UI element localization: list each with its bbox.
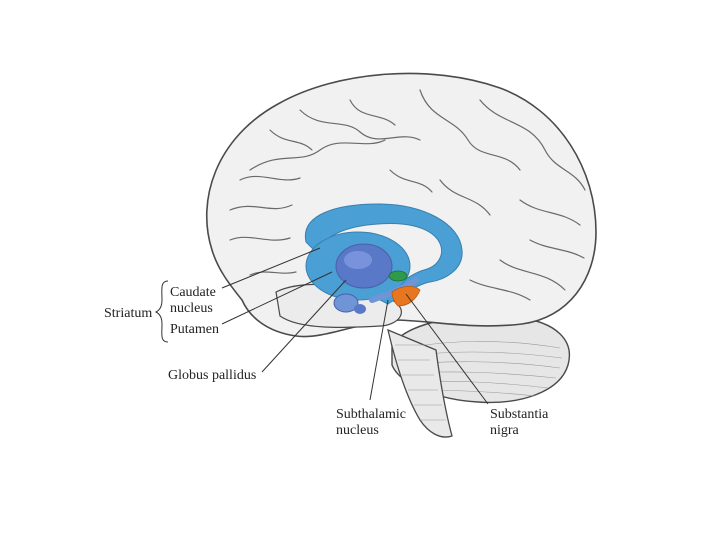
brainstem [387,328,453,438]
subthalamic-nucleus-shape [388,270,408,282]
cerebrum [205,72,597,338]
caudate-nucleus-shape [304,203,463,305]
label-subthalamic-line2: nucleus [336,423,379,438]
caudate-tail-bulb [333,293,359,313]
label-subthalamic-line1: Subthalamic [336,407,406,422]
leader-lines [221,247,489,405]
label-striatum: Striatum [104,306,152,321]
label-caudate-line1: Caudate [170,285,216,300]
striatum-bracket [154,280,169,343]
label-putamen: Putamen [170,322,219,337]
label-substantia-line1: Substantia [490,407,549,422]
label-globus-pallidus: Globus pallidus [168,368,256,383]
basal-ganglia [304,203,463,314]
label-caudate-line2: nucleus [170,301,213,316]
label-substantia-line2: nigra [490,423,520,438]
